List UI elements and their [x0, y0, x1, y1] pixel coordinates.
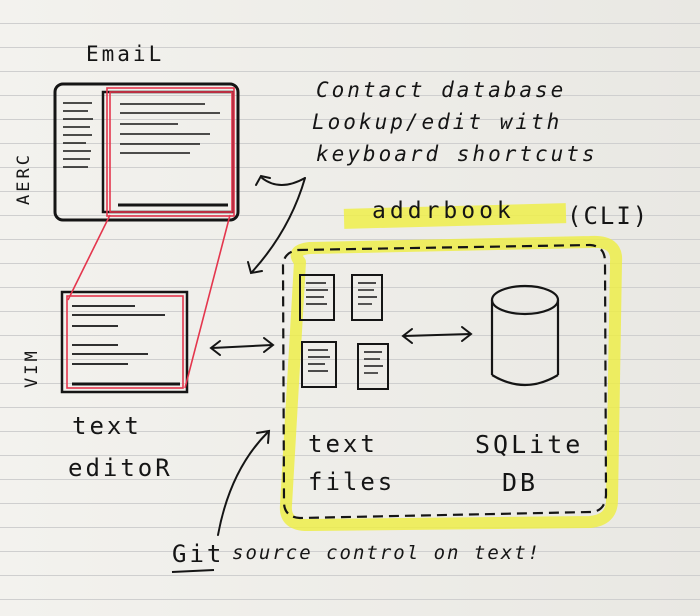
vim-window — [60, 290, 189, 394]
sqlite-line-2: DB — [502, 468, 539, 497]
sqlite-line-1: SQLite — [475, 430, 584, 459]
git-underline — [171, 569, 215, 573]
addrbook-boundary — [281, 243, 608, 520]
git-word: Git — [172, 540, 225, 568]
contact-line-1: Contact database — [316, 78, 567, 102]
editor-addrbook-arrow — [209, 337, 275, 356]
cli-label: (CLI) — [567, 202, 650, 230]
text-editor-line-1: text — [72, 412, 142, 440]
contact-arrow — [247, 174, 306, 275]
text-file-icons — [299, 274, 389, 390]
text-editor-line-2: editoR — [68, 454, 173, 482]
text-files-line-1: text — [308, 430, 378, 458]
addrbook-highlight — [343, 203, 567, 229]
email-label: EmaiL — [86, 42, 165, 66]
addrbook-label: addrbook — [372, 198, 515, 224]
aerc-label: AERC — [14, 152, 34, 205]
files-db-arrow — [401, 326, 473, 344]
git-caption: source control on text! — [232, 542, 542, 564]
email-window — [53, 82, 240, 222]
vim-label: VIM — [22, 348, 42, 388]
sqlite-cylinder — [490, 284, 560, 386]
contact-line-2: Lookup/edit with — [312, 110, 563, 134]
text-files-line-2: files — [308, 468, 396, 496]
git-arrow — [217, 429, 271, 536]
contact-line-3: keyboard shortcuts — [316, 142, 598, 166]
